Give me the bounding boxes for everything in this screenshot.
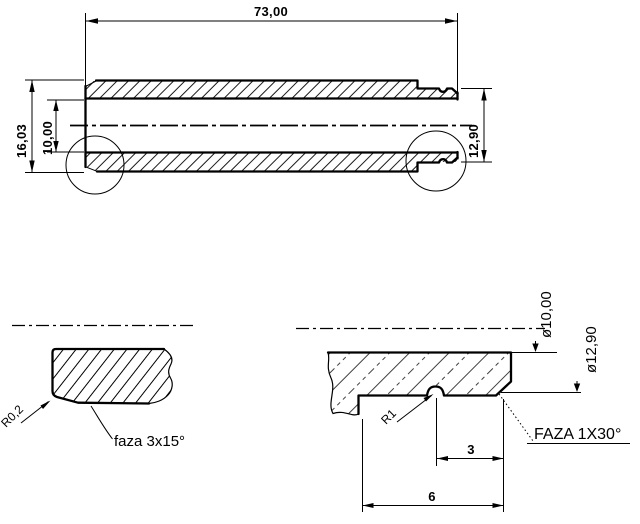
left-chamfer-bottom: [85, 166, 98, 172]
dimension-text-end-diameter: 12,90: [466, 124, 481, 158]
arrowhead-top: [53, 100, 59, 111]
dimension-text-outer-diameter: 16,03: [14, 124, 29, 158]
arrowhead-bottom: [481, 150, 487, 162]
arrowhead-right: [492, 456, 504, 461]
main-section-view: 73,00 16,03 10,00 12,90: [14, 4, 492, 195]
outline-detail-right: [326, 351, 513, 416]
break-line-detail-left: [148, 348, 173, 405]
callout-outer-diameter: ø12,90: [501, 326, 600, 393]
outline-bottom-wall: [95, 156, 459, 173]
detail-circle-right: [405, 130, 467, 192]
detail-circle-left: [65, 135, 125, 195]
arrowhead-right: [445, 18, 457, 24]
dimension-groove-to-end: 3: [436, 398, 504, 466]
left-chamfer-top: [85, 80, 97, 87]
hatch-detail-left: [52, 349, 173, 404]
arrowhead: [532, 343, 539, 352]
dimension-text-length: 73,00: [254, 4, 288, 19]
arrowhead-right: [492, 503, 504, 508]
arrowhead-top: [481, 88, 487, 101]
hatch-bottom-wall: [85, 153, 457, 171]
arrowhead-top: [29, 80, 35, 92]
leader-line-dotted: [498, 393, 534, 442]
dimension-length: 73,00: [85, 4, 458, 93]
callout-groove-radius: R1: [378, 394, 434, 427]
dimension-reduced-section: 6: [362, 399, 504, 512]
outline-detail-left: [51, 347, 166, 405]
arrowhead: [423, 394, 434, 402]
arrowhead-left: [437, 456, 448, 461]
callout-bore-diameter: ø10,00: [511, 291, 557, 353]
dimension-text-reduced-section: 6: [428, 489, 436, 504]
callout-chamfer-right: FAZA 1X30°: [498, 393, 630, 444]
dimension-end-diameter: 12,90: [461, 88, 492, 163]
hatch-detail-right: [328, 352, 511, 415]
detail-view-right: R1 3 6 FAZA 1X30°: [296, 291, 630, 512]
dimension-bore-diameter: 10,00: [40, 99, 84, 155]
arrowhead-left: [362, 503, 374, 508]
dimension-text-groove-to-end: 3: [467, 442, 475, 457]
chamfer-label-right: FAZA 1X30°: [534, 426, 621, 443]
bore-diameter-label: ø10,00: [538, 291, 555, 338]
arrowhead-bottom: [53, 141, 59, 152]
hatch-top-wall: [85, 81, 457, 98]
outline-top-wall: [94, 79, 459, 95]
dimension-text-bore-diameter: 10,00: [40, 121, 55, 155]
callout-chamfer-left: faza 3x15°: [90, 405, 185, 450]
arrowhead-left: [86, 18, 98, 24]
leader-line: [90, 405, 113, 440]
callout-corner-radius: R0,2: [0, 400, 51, 430]
groove-radius-label: R1: [378, 406, 399, 427]
dimension-outer-diameter: 16,03: [14, 79, 84, 173]
corner-radius-label: R0,2: [0, 402, 26, 430]
chamfer-label-left: faza 3x15°: [114, 433, 185, 450]
detail-view-left: R0,2 faza 3x15°: [0, 324, 197, 450]
arrowhead-bottom: [29, 160, 35, 173]
break-line-detail-right: [327, 351, 360, 416]
arrowhead: [573, 383, 581, 392]
arrowhead: [40, 400, 51, 409]
outer-diameter-label: ø12,90: [583, 326, 600, 373]
